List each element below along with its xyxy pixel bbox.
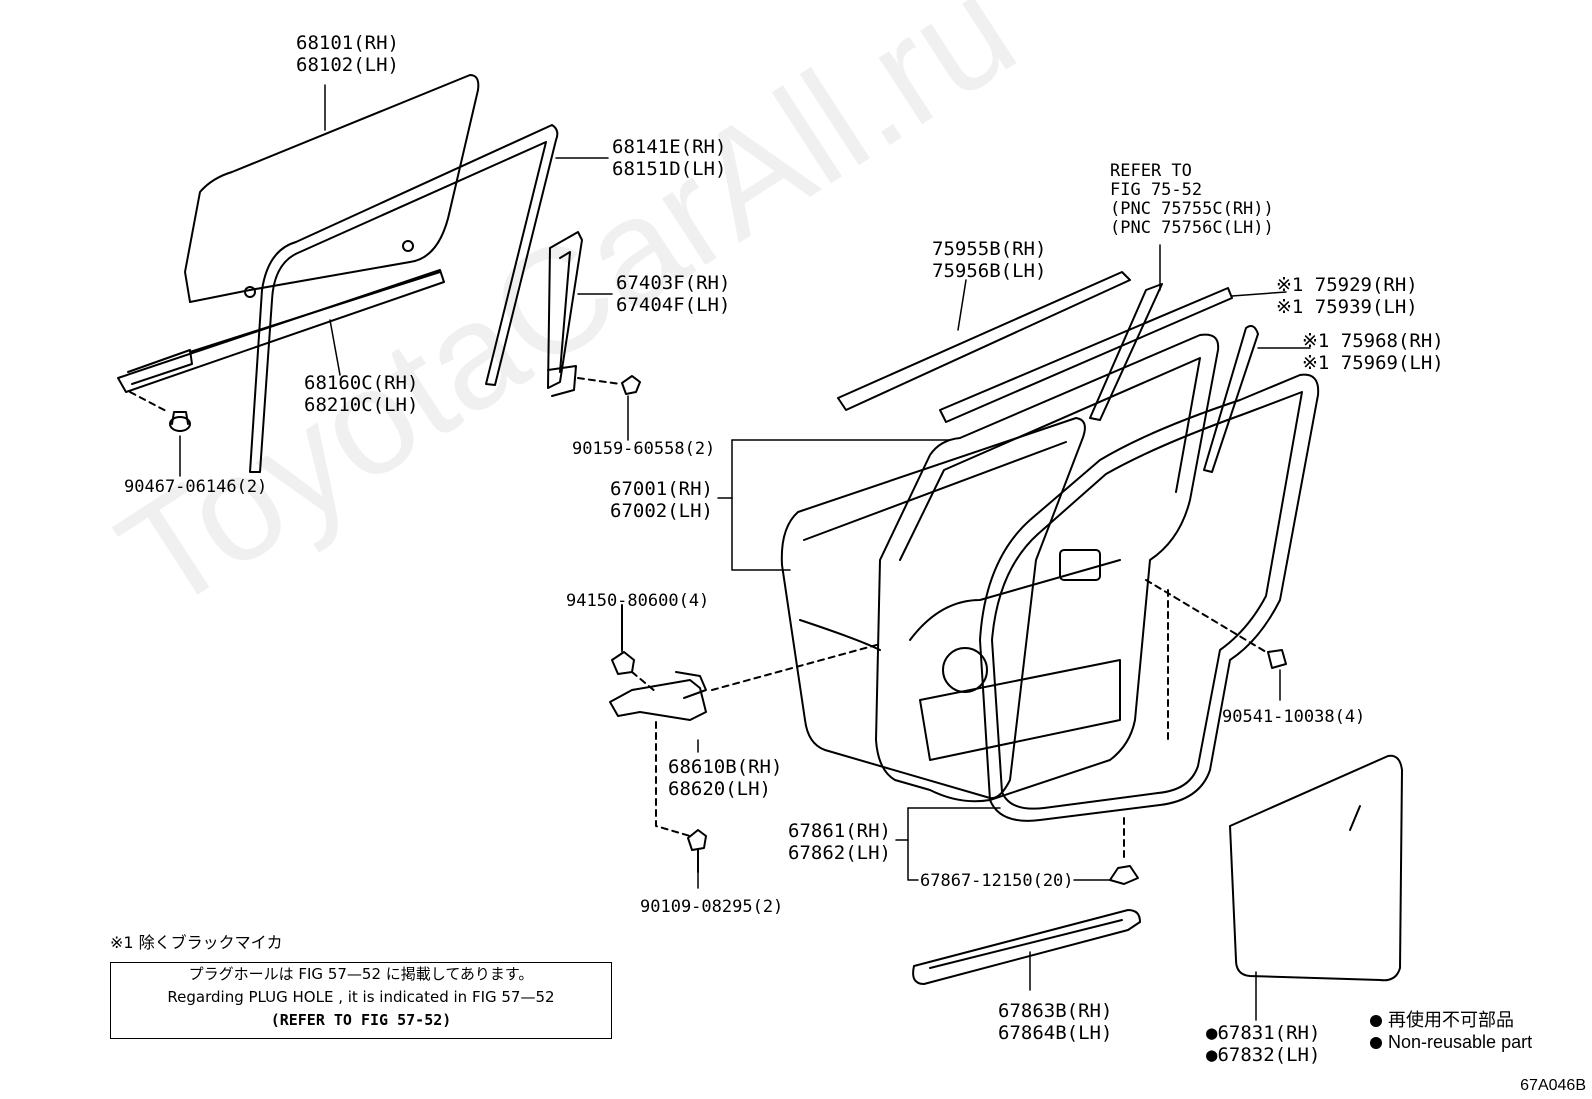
non-reusable-dot-icon (1370, 1037, 1382, 1050)
refer-bracket-shape (1089, 283, 1163, 421)
refer-line-1: REFER TO (1110, 161, 1192, 181)
label-service-hole-cover-lh[interactable]: ●67832(LH) (1206, 1044, 1321, 1066)
legend-jp: 再使用不可部品 (1370, 1006, 1514, 1032)
moulding-75968-shape (1203, 325, 1259, 473)
door-check-shape (609, 643, 881, 837)
label-moulding-75968-rh[interactable]: ※1 75968(RH) (1302, 330, 1444, 352)
non-reusable-dot-icon (1370, 1015, 1382, 1028)
clip-90467-shape (129, 391, 191, 432)
refer-line-2[interactable]: FIG 75-52 (1110, 180, 1203, 200)
moulding-75929-shape (939, 287, 1233, 423)
label-belt-weatherstrip-rh[interactable]: 68160C(RH) (304, 372, 419, 394)
nut-94150-shape (611, 604, 635, 675)
plug-hole-note-box: プラグホールは FIG 57—52 に掲載してあります。 Regarding P… (110, 962, 612, 1039)
glass-run-shape (249, 124, 559, 473)
door-glass-shape (184, 74, 480, 303)
figure-code: 67A046B (1520, 1077, 1586, 1094)
footnote: ※1 除くブラックマイカ (110, 933, 283, 952)
label-glass-run-rh[interactable]: 68141E(RH) (612, 136, 727, 158)
label-nut-94150[interactable]: 94150-80600(4) (566, 591, 710, 611)
label-door-check-lh[interactable]: 68620(LH) (668, 778, 771, 800)
label-moulding-75929-lh[interactable]: ※1 75939(LH) (1276, 296, 1418, 318)
label-screw-90159[interactable]: 90159-60558(2) (572, 439, 716, 459)
label-bolt-90109[interactable]: 90109-08295(2) (640, 897, 784, 917)
legend-en-text: Non-reusable part (1388, 1032, 1533, 1052)
label-lower-weatherstrip-lh[interactable]: 67864B(LH) (998, 1022, 1113, 1044)
door-inner-frame-shape (875, 333, 1220, 803)
label-glass-rh[interactable]: 68101(RH) (296, 32, 399, 54)
note-line-jp: プラグホールは FIG 57—52 に掲載してあります。 (188, 965, 534, 983)
label-division-bar-rh[interactable]: 67403F(RH) (616, 272, 731, 294)
label-service-hole-cover-rh[interactable]: ●67831(RH) (1206, 1022, 1321, 1044)
legend-jp-text: 再使用不可部品 (1388, 1010, 1514, 1031)
service-hole-cover-shape (1229, 754, 1403, 982)
legend-en: Non-reusable part (1370, 1032, 1532, 1053)
label-door-check-rh[interactable]: 68610B(RH) (668, 756, 783, 778)
label-moulding-75968-lh[interactable]: ※1 75969(LH) (1302, 352, 1444, 374)
note-line-en: Regarding PLUG HOLE , it is indicated in… (167, 988, 555, 1006)
refer-note: REFER TO FIG 75-52 (PNC 75755C(RH)) (PNC… (1110, 162, 1274, 238)
note-line-refer[interactable]: (REFER TO FIG 57-52) (270, 1011, 452, 1029)
leader-lines (179, 84, 1311, 1021)
belt-weatherstrip-shape (117, 269, 445, 393)
lower-weatherstrip-shape (912, 909, 1141, 985)
label-belt-weatherstrip-lh[interactable]: 68210C(LH) (304, 394, 419, 416)
label-moulding-upper-rh[interactable]: 75955B(RH) (932, 238, 1047, 260)
weatherstrip-shape (979, 373, 1320, 822)
bolt-90109-shape (687, 829, 707, 873)
label-door-panel-lh[interactable]: 67002(LH) (610, 500, 713, 522)
label-weatherstrip-rh[interactable]: 67861(RH) (788, 820, 891, 842)
clip-67867-shape (1109, 817, 1139, 885)
refer-line-3: (PNC 75755C(RH)) (1110, 199, 1274, 219)
label-glass-lh[interactable]: 68102(LH) (296, 54, 399, 76)
label-division-bar-lh[interactable]: 67404F(LH) (616, 294, 731, 316)
label-door-panel-rh[interactable]: 67001(RH) (610, 478, 713, 500)
clip-90541-shape (1145, 579, 1287, 741)
label-lower-weatherstrip-rh[interactable]: 67863B(RH) (998, 1000, 1113, 1022)
screw-90159-shape (577, 375, 641, 395)
label-moulding-75929-rh[interactable]: ※1 75929(RH) (1276, 274, 1418, 296)
label-clip-67867[interactable]: 67867-12150(20) (920, 871, 1074, 891)
division-bar-shape (547, 231, 583, 397)
label-weatherstrip-lh[interactable]: 67862(LH) (788, 842, 891, 864)
label-clip-90467[interactable]: 90467-06146(2) (124, 477, 268, 497)
label-glass-run-lh[interactable]: 68151D(LH) (612, 158, 727, 180)
door-outer-panel-shape (780, 417, 1086, 800)
moulding-75955-shape (837, 271, 1131, 411)
refer-line-4: (PNC 75756C(LH)) (1110, 218, 1274, 238)
label-clip-90541[interactable]: 90541-10038(4) (1222, 707, 1366, 727)
label-moulding-upper-lh[interactable]: 75956B(LH) (932, 260, 1047, 282)
